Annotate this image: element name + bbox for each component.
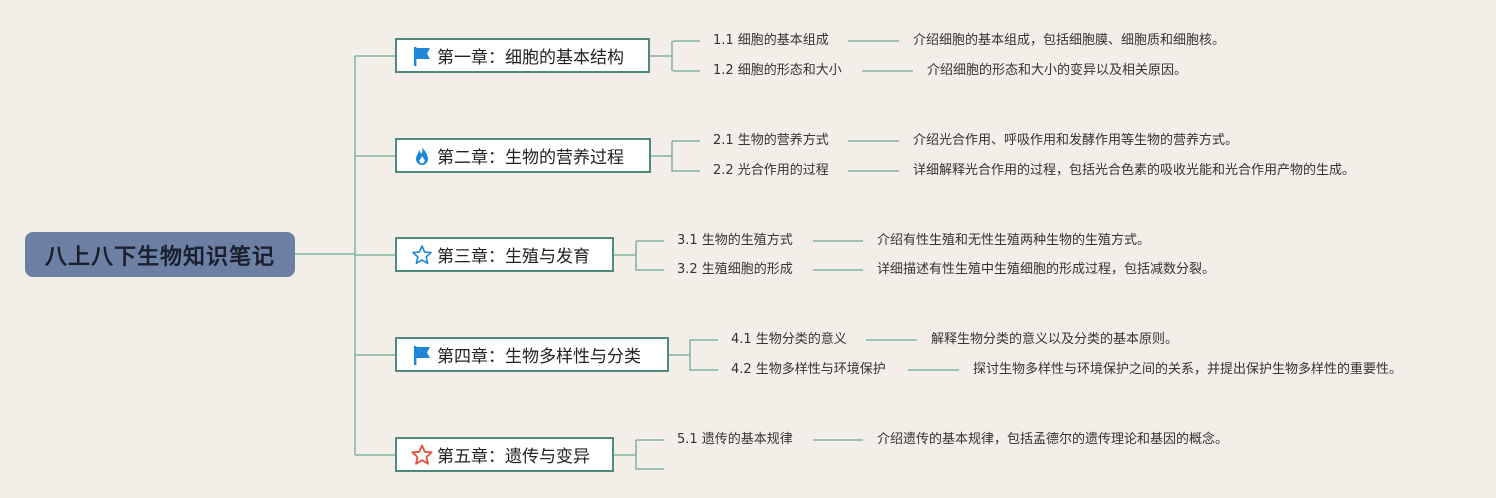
chapter-4-title: 第四章：生物多样性与分类 bbox=[437, 347, 641, 367]
section-2-1[interactable]: 2.1 生物的营养方式 bbox=[713, 133, 829, 148]
fire-icon bbox=[411, 145, 433, 167]
section-2-1-desc[interactable]: 介绍光合作用、呼吸作用和发酵作用等生物的营养方式。 bbox=[913, 133, 1239, 148]
star-red-icon bbox=[411, 444, 433, 466]
flag-icon bbox=[411, 344, 433, 366]
chapter-5-node[interactable]: 第五章：遗传与变异 bbox=[395, 437, 614, 472]
section-4-2-desc[interactable]: 探讨生物多样性与环境保护之间的关系，并提出保护生物多样性的重要性。 bbox=[973, 362, 1403, 377]
section-4-1-desc[interactable]: 解释生物分类的意义以及分类的基本原则。 bbox=[931, 332, 1179, 347]
section-3-2-desc[interactable]: 详细描述有性生殖中生殖细胞的形成过程，包括减数分裂。 bbox=[877, 262, 1216, 277]
section-3-1-desc[interactable]: 介绍有性生殖和无性生殖两种生物的生殖方式。 bbox=[877, 233, 1151, 248]
chapter-1-node[interactable]: 第一章：细胞的基本结构 bbox=[395, 38, 650, 73]
root-topic[interactable]: 八上八下生物知识笔记 bbox=[25, 232, 295, 277]
chapter-4-node[interactable]: 第四章：生物多样性与分类 bbox=[395, 337, 669, 372]
section-4-1[interactable]: 4.1 生物分类的意义 bbox=[731, 332, 847, 347]
chapter-2-node[interactable]: 第二章：生物的营养过程 bbox=[395, 138, 651, 173]
section-1-2[interactable]: 1.2 细胞的形态和大小 bbox=[713, 63, 842, 78]
chapter-5-title: 第五章：遗传与变异 bbox=[437, 447, 590, 467]
section-2-2-desc[interactable]: 详细解释光合作用的过程，包括光合色素的吸收光能和光合作用产物的生成。 bbox=[913, 163, 1356, 178]
section-1-1[interactable]: 1.1 细胞的基本组成 bbox=[713, 33, 829, 48]
flag-icon bbox=[411, 45, 433, 67]
chapter-3-title: 第三章：生殖与发育 bbox=[437, 247, 590, 267]
section-1-2-desc[interactable]: 介绍细胞的形态和大小的变异以及相关原因。 bbox=[927, 63, 1188, 78]
section-5-1-desc[interactable]: 介绍遗传的基本规律，包括孟德尔的遗传理论和基因的概念。 bbox=[877, 432, 1229, 447]
section-2-2[interactable]: 2.2 光合作用的过程 bbox=[713, 163, 829, 178]
chapter-2-title: 第二章：生物的营养过程 bbox=[437, 148, 624, 168]
section-5-1[interactable]: 5.1 遗传的基本规律 bbox=[677, 432, 793, 447]
section-4-2[interactable]: 4.2 生物多样性与环境保护 bbox=[731, 362, 886, 377]
chapter-1-title: 第一章：细胞的基本结构 bbox=[437, 48, 624, 68]
star-outline-icon bbox=[411, 244, 433, 266]
chapter-3-node[interactable]: 第三章：生殖与发育 bbox=[395, 237, 614, 272]
section-1-1-desc[interactable]: 介绍细胞的基本组成，包括细胞膜、细胞质和细胞核。 bbox=[913, 33, 1226, 48]
section-3-2[interactable]: 3.2 生殖细胞的形成 bbox=[677, 262, 793, 277]
section-3-1[interactable]: 3.1 生物的生殖方式 bbox=[677, 233, 793, 248]
